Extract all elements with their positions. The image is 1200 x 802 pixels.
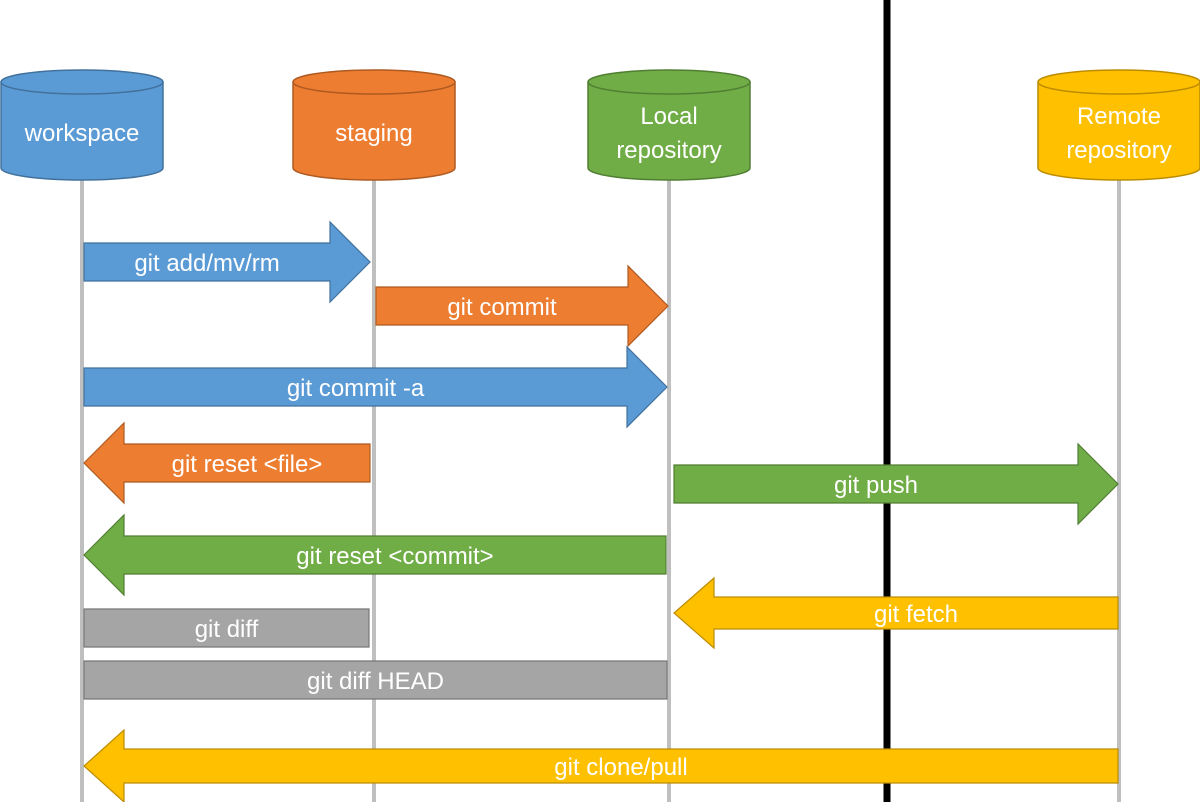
cylinder-workspace-body: [0, 81, 164, 181]
bar-git-diff-head: [83, 660, 668, 700]
arrow-git-clone-pull: [83, 728, 1119, 802]
command-label-git-add: git add/mv/rm: [134, 250, 279, 277]
arrow-git-commit-a: [83, 345, 668, 429]
arrow-git-fetch: [673, 576, 1119, 650]
cylinder-remote-repository-body: [1037, 81, 1200, 181]
arrow-git-add: [83, 220, 371, 304]
bar-git-diff: [83, 608, 370, 648]
command-label-git-clone-pull: git clone/pull: [554, 754, 687, 781]
command-label-git-commit-a: git commit -a: [287, 375, 425, 402]
command-label-git-reset-commit: git reset <commit>: [296, 543, 493, 570]
command-git-diff-head: git diff HEAD: [83, 660, 668, 700]
command-git-reset-commit: git reset <commit>: [83, 513, 667, 597]
command-git-commit: git commit: [375, 264, 669, 348]
command-git-clone-pull: git clone/pull: [83, 728, 1119, 802]
command-label-git-fetch: git fetch: [874, 601, 958, 628]
command-label-git-commit: git commit: [447, 294, 557, 321]
store-label-workspace: workspace: [24, 120, 140, 147]
store-workspace: workspace: [0, 69, 164, 181]
cylinder-local-repository-top: [587, 69, 751, 95]
cylinder-staging-top: [292, 69, 456, 95]
command-git-push: git push: [673, 442, 1119, 526]
arrow-git-commit: [375, 264, 669, 348]
cylinder-workspace-top: [0, 69, 164, 95]
store-label-local-line2: repository: [616, 137, 721, 164]
cylinder-staging-body: [292, 81, 456, 181]
command-label-git-diff-head: git diff HEAD: [307, 668, 444, 695]
command-git-fetch: git fetch: [673, 576, 1119, 650]
command-git-diff: git diff: [83, 608, 370, 648]
command-git-reset-file: git reset <file>: [83, 421, 371, 505]
store-label-remote-line2: repository: [1066, 137, 1171, 164]
command-git-commit-a: git commit -a: [83, 345, 668, 429]
command-label-git-reset-file: git reset <file>: [172, 451, 323, 478]
arrow-git-reset-commit: [83, 513, 667, 597]
store-label-local-line1: Local: [640, 103, 697, 130]
command-label-git-push: git push: [834, 472, 918, 499]
store-local-repository: Local repository: [587, 69, 751, 181]
command-git-add: git add/mv/rm: [83, 220, 371, 304]
store-label-remote-line1: Remote: [1077, 103, 1161, 130]
store-remote-repository: Remote repository: [1037, 69, 1200, 181]
cylinder-remote-repository-top: [1037, 69, 1200, 95]
arrow-git-push: [673, 442, 1119, 526]
store-staging: staging: [292, 69, 456, 181]
cylinder-local-repository-body: [587, 81, 751, 181]
command-label-git-diff: git diff: [195, 616, 259, 643]
arrow-git-reset-file: [83, 421, 371, 505]
store-label-staging: staging: [335, 120, 412, 147]
